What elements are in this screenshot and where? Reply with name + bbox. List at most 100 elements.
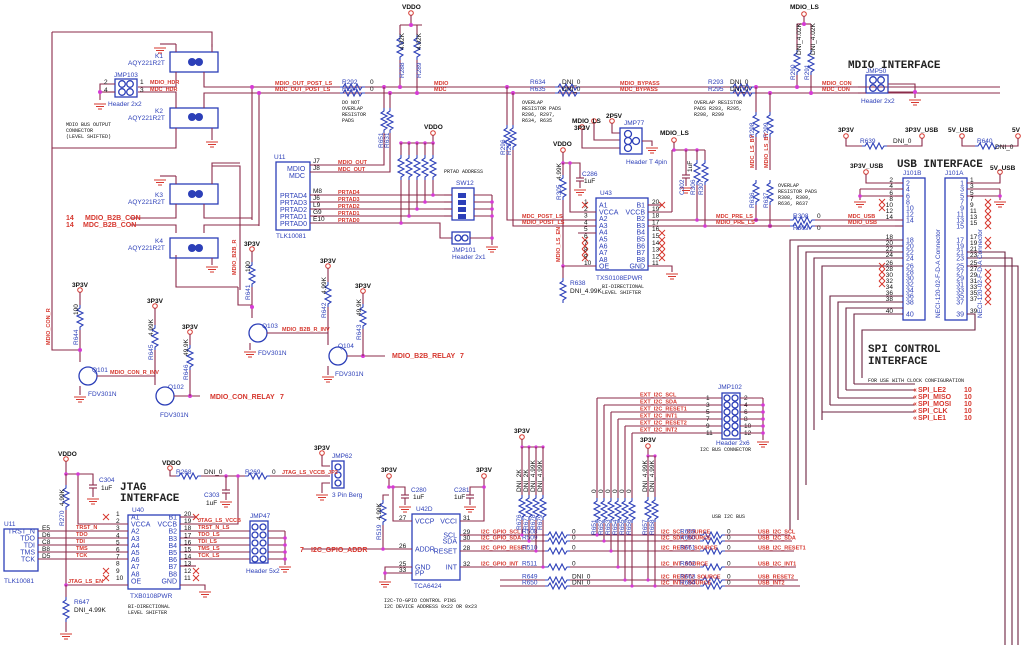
spi-title-2: INTERFACE bbox=[868, 356, 928, 368]
net-mdio-con-r-inv: MDIO_CON_R_INV bbox=[110, 370, 159, 376]
jmp102-pin: 11 bbox=[706, 430, 713, 437]
u43-ref: U43 bbox=[600, 190, 612, 197]
u40-pinnum-15: 15 bbox=[184, 547, 192, 554]
u43-pinnum-18: 18 bbox=[652, 213, 660, 220]
c303-ref: C303 bbox=[204, 492, 220, 499]
net-mdc-hdr: MDC_HDR bbox=[150, 87, 178, 93]
u43-pinnum-17: 17 bbox=[652, 219, 660, 226]
net-mdio-hdr: MDIO_HDR bbox=[150, 80, 179, 86]
net-mdio: MDIO bbox=[434, 81, 449, 87]
pwr-vddo-prtad: VDDO bbox=[424, 124, 443, 131]
i2c-net-out: USB_RESET2 bbox=[758, 575, 794, 581]
u40-net-tck-ls: TCK_LS bbox=[198, 553, 220, 559]
pwr-5v: 5V bbox=[1012, 127, 1021, 134]
u11-pin-prtad2: PRTAD2 bbox=[280, 207, 307, 214]
net-prtad3: PRTAD3 bbox=[338, 197, 360, 203]
u40-pin-a1: A1 bbox=[131, 515, 140, 522]
u40-pin-b3: B3 bbox=[168, 536, 177, 543]
j101a-pin-39: 39 bbox=[956, 312, 964, 319]
usb-block bbox=[789, 133, 1021, 645]
u40-pin-b5: B5 bbox=[168, 550, 177, 557]
pwr-3p3v-jmp62: 3P3V bbox=[314, 445, 331, 452]
i2c-net-out: USB_I2C_SDA bbox=[758, 536, 796, 542]
u42-pinnum-27: 27 bbox=[399, 515, 407, 522]
u42-pinnum-25: 25 bbox=[399, 561, 407, 568]
net-mdc-out: MDC_OUT bbox=[338, 167, 366, 173]
u40-pin-b8: B8 bbox=[168, 571, 177, 578]
j101b-pinnum-36: 36 bbox=[886, 290, 894, 297]
net-mdio-pre-ls: MDIO_PRE_LS bbox=[716, 220, 755, 226]
u11-jtag-pinnum-d6: D6 bbox=[42, 532, 51, 539]
pwr-3p3v-usb-a: 3P3V_USB bbox=[905, 127, 939, 134]
u40-pin-b4: B4 bbox=[168, 543, 177, 550]
r291-val: DNI_4.02K bbox=[810, 23, 817, 55]
r294-val: 0 bbox=[370, 86, 374, 93]
u40-pinnum-1: 1 bbox=[116, 511, 120, 518]
r305-ref: R305 bbox=[556, 184, 563, 200]
bridge-val: 0 bbox=[598, 489, 605, 493]
u11-pin-prtad1: PRTAD1 bbox=[280, 214, 307, 221]
j101a-pinnum-3: 3 bbox=[970, 183, 974, 190]
u40-pinnum-3: 3 bbox=[116, 525, 120, 532]
pwr-5v-usb-b: 5V_USB bbox=[990, 165, 1016, 172]
r519-ref: R519 bbox=[376, 524, 383, 540]
bridge-val: 0 bbox=[612, 489, 619, 493]
i2c-net-source: I2C_INT2_SOURCE bbox=[661, 581, 711, 587]
j101a-pin-11: 11 bbox=[957, 212, 964, 219]
r644-ref: R644 bbox=[73, 329, 80, 345]
r288-val: 4.02K bbox=[399, 32, 406, 50]
u43-pinnum-8: 8 bbox=[584, 247, 588, 254]
j101a-pinnum-35: 35 bbox=[970, 290, 978, 297]
pwr-3p3v-ext-pullup bbox=[645, 443, 651, 449]
i2c-r2-ref: R663 bbox=[680, 574, 696, 581]
net-mdc-pre-ls: MDC_PRE_LS bbox=[716, 214, 753, 220]
note-r308-3: R308, R309, bbox=[778, 195, 811, 201]
u43-pin-gnd: GND bbox=[629, 264, 645, 271]
svg-text:1: 1 bbox=[140, 79, 144, 86]
r296-ref: R296 bbox=[500, 139, 507, 155]
net-prtad2: PRTAD2 bbox=[338, 204, 360, 210]
r307-ref: R307 bbox=[698, 179, 705, 195]
j101a-pinnum-39: 39 bbox=[970, 308, 978, 315]
note-do-not-1: DO NOT bbox=[342, 100, 360, 106]
c280-ref: C280 bbox=[411, 487, 427, 494]
i2c-r1-val: 0 bbox=[572, 529, 576, 536]
i2c-r1-val: 0 bbox=[572, 535, 576, 542]
jmp102-ref: JMP102 bbox=[718, 384, 742, 391]
jtag-title-1: JTAG bbox=[120, 482, 147, 494]
i2c-net-source: I2C_SDA_SOURCE bbox=[661, 536, 711, 542]
j101a-pin-19: 19 bbox=[956, 244, 964, 251]
u42-pinnum-29: 29 bbox=[463, 529, 471, 536]
net-mdio-b2b-r-inv: MDIO_B2B_R_INV bbox=[282, 327, 330, 333]
u42-pin-scl: SCL bbox=[443, 533, 457, 540]
j101b-pinnum-6: 6 bbox=[889, 190, 893, 197]
svg-text:2: 2 bbox=[104, 79, 108, 86]
r634-val: DNI_0 bbox=[562, 79, 581, 86]
pwr-3p3v-i2c-pullup-label: 3P3V bbox=[514, 428, 531, 435]
i2c-net-left: I2C_GPIO_RESET bbox=[481, 546, 528, 552]
u43-pin-b6: B6 bbox=[636, 243, 645, 250]
note-r296-1: OVERLAP bbox=[522, 100, 543, 106]
i2c-net-out: USB_I2C_SCL bbox=[758, 530, 796, 536]
u40-pin-a8: A8 bbox=[131, 571, 140, 578]
pwr-vddo-jtag-b: VDDO bbox=[162, 460, 181, 467]
u43-pin-a3: A3 bbox=[599, 223, 608, 230]
relay-k4-part: AQY221R2T bbox=[128, 245, 165, 252]
u42-pin-addr: ADDR bbox=[415, 547, 435, 554]
u40-nets: TRST_NTDOTDITMSTCKJTAG_LS_VCCBTRST_N_LST… bbox=[76, 518, 241, 559]
j101a-pinnum-25: 25 bbox=[970, 260, 978, 267]
j101b-pin-26: 26 bbox=[906, 264, 914, 271]
ext-net-ext-i2c-int1: EXT_I2C_INT1 bbox=[640, 414, 677, 420]
ext-net-ext-i2c-sda: EXT_I2C_SDA bbox=[640, 400, 677, 406]
jmp47-ref: JMP47 bbox=[250, 513, 271, 520]
note-r296-3: R296, R297, bbox=[522, 112, 555, 118]
u11-pinnum-m8: M8 bbox=[313, 188, 322, 195]
r647-val: DNI_4.99K bbox=[74, 607, 106, 614]
u40-pinnum-5: 5 bbox=[116, 539, 120, 546]
r293-val: DNI_0 bbox=[730, 79, 749, 86]
j101a-pinnum-1: 1 bbox=[970, 177, 974, 184]
u40-pinnum-12: 12 bbox=[184, 568, 192, 575]
net-mdio-b2b-con: MDIO_B2B_CON bbox=[85, 215, 141, 222]
